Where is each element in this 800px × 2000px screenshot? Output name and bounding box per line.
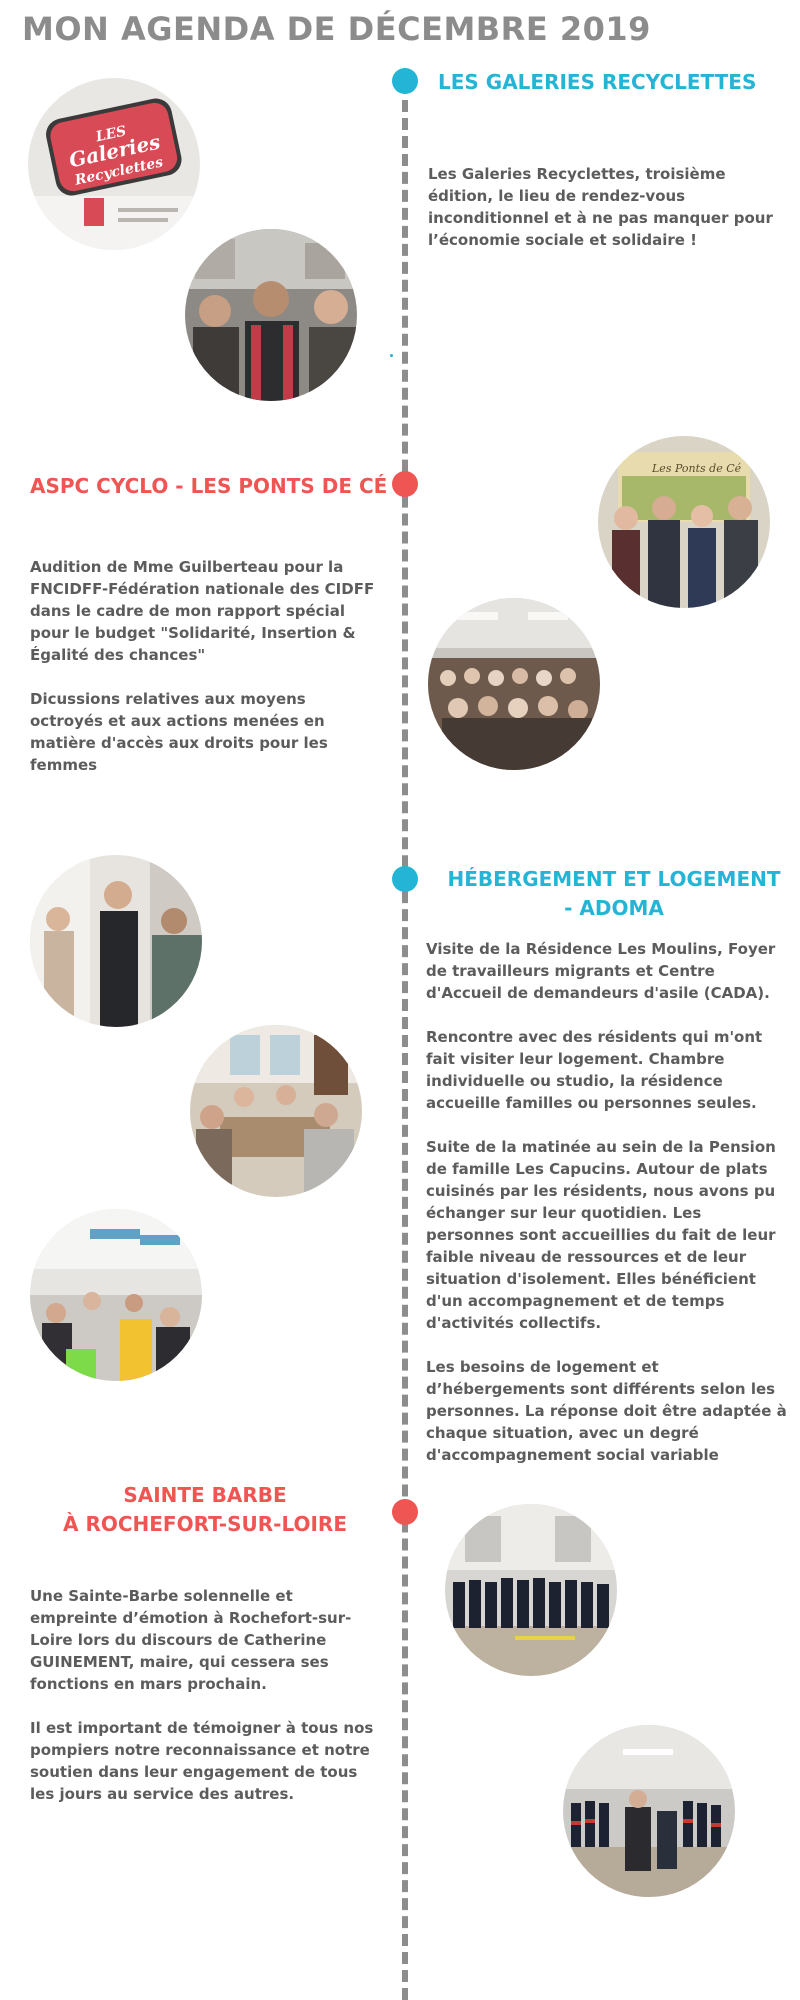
event-description: Audition de Mme Guilberteau pour la FNCI… [30,558,375,774]
audience-photo [428,598,600,770]
event-description: Une Sainte-Barbe solennelle et empreinte… [30,1587,374,1803]
timeline-dot [392,471,418,497]
sign-text-les: LES [93,123,127,145]
timeline-dot [392,1499,418,1525]
group-portrait-photo: Les Ponts de Cé [598,436,770,608]
event-description: Visite de la Résidence Les Moulins, Foye… [426,940,787,1464]
timeline-dot [392,866,418,892]
page-title: MON AGENDA DE DÉCEMBRE 2019 [22,10,651,48]
dining-hall-photo [30,1209,202,1381]
event-heading: ASPC CYCLO - LES PONTS DE CÉ [30,474,388,498]
event-description: Les Galeries Recyclettes, troisième édit… [428,165,773,249]
timeline-dot [392,68,418,94]
firefighters-speech-photo [563,1725,735,1897]
residence-visit-photo [30,855,202,1027]
event-heading: LES GALERIES RECYCLETTES [438,70,757,94]
firefighters-lineup-photo [445,1504,617,1676]
event-heading: HÉBERGEMENT ET LOGEMENT - ADOMA [447,867,781,920]
galeries-recyclettes-visit-photo [185,229,357,401]
event-heading: SAINTE BARBE À ROCHEFORT-SUR-LOIRE [63,1483,347,1536]
timeline-line [402,100,408,2000]
timeline-marker [390,354,393,357]
banner-text: Les Ponts de Cé [651,462,742,475]
shared-meal-photo [190,1025,362,1197]
galeries-recyclettes-sign-photo: LES Galeries Recyclettes [28,78,200,250]
